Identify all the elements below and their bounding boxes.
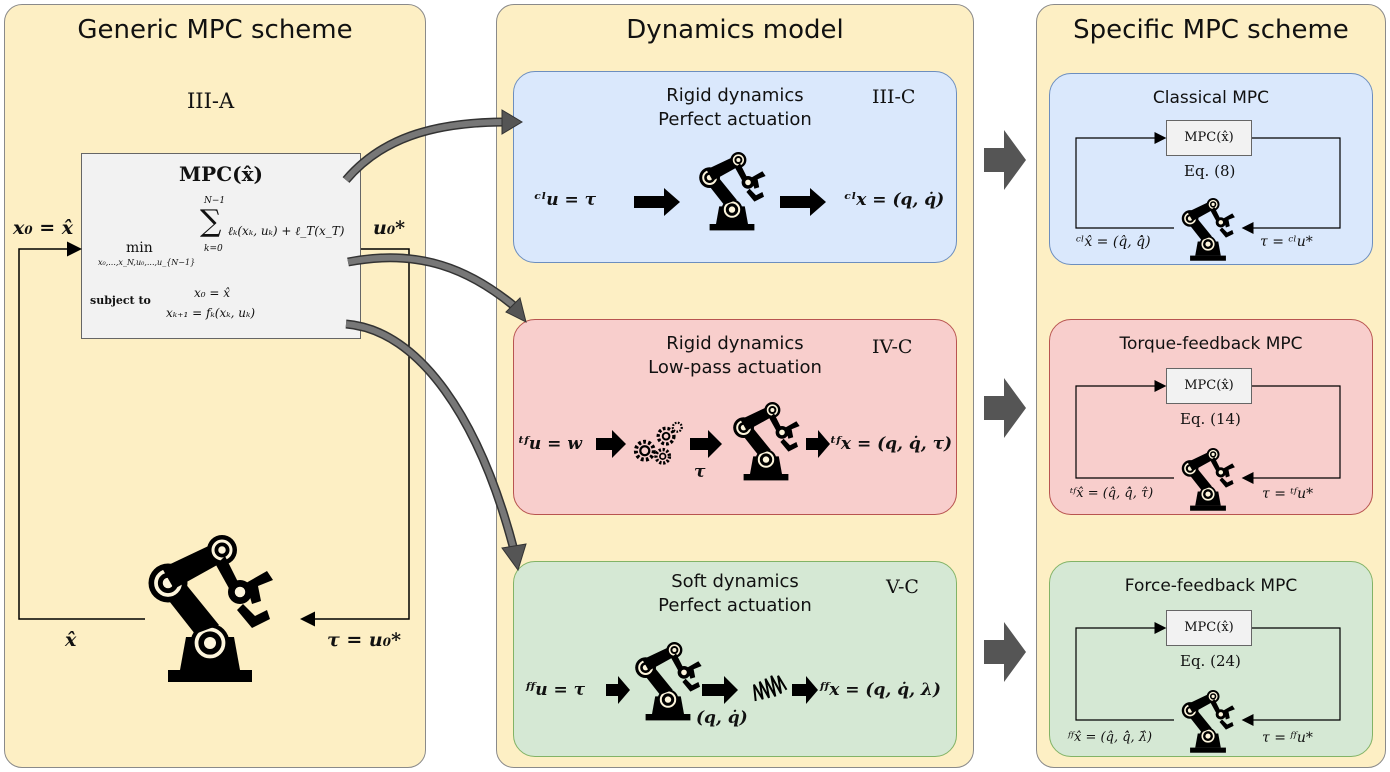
torque-feedback-eq-ref: Eq. (14) (1180, 410, 1241, 428)
section-v-c: V-C (886, 576, 919, 598)
mpc-title: MPC(x̂) (179, 162, 263, 186)
subject-to-label: subject to (90, 294, 151, 307)
sum-lower: k=0 (204, 244, 223, 254)
robot-icon (1176, 448, 1240, 512)
dynamics-model-panel: Dynamics model Rigid dynamics Perfect ac… (496, 4, 974, 768)
block-arrow-2 (984, 378, 1026, 438)
rigid-lowpass-title-2: Low-pass actuation (648, 357, 822, 378)
soft-perfect-title-1: Soft dynamics (671, 571, 799, 592)
soft-perfect-title-2: Perfect actuation (658, 595, 812, 616)
rigid-perfect-box: Rigid dynamics Perfect actuation III-C ᶜ… (513, 71, 957, 263)
rigid-perfect-input: ᶜˡu = τ (534, 190, 597, 210)
torque-feedback-state-label: ᵗᶠx̂ = (q̂, q̂̇, τ̂) (1070, 486, 1154, 501)
torque-feedback-mpc-title: Torque-feedback MPC (1119, 334, 1303, 354)
robot-icon (1176, 198, 1240, 262)
force-feedback-state-label: ᶠᶠx̂ = (q̂, q̂̇, λ̂) (1068, 730, 1153, 745)
soft-perfect-input: ᶠᶠu = τ (526, 680, 586, 700)
gears-icon (628, 416, 684, 472)
rigid-perfect-output: ᶜˡx = (q, q̇) (844, 190, 945, 210)
constraint-dynamics: xₖ₊₁ = fₖ(xₖ, uₖ) (166, 306, 256, 320)
rigid-lowpass-input: ᵗᶠu = w (518, 434, 582, 454)
rigid-lowpass-output: ᵗᶠx = (q, q̇, τ) (830, 434, 953, 454)
robot-icon (1176, 690, 1240, 754)
optimal-control-label: u₀* (373, 217, 406, 239)
sum-symbol: ∑ (200, 204, 222, 239)
mpc-optimization-box: MPC(x̂) min x₀,...,x_N,u₀,...,u_{N−1} N−… (81, 153, 361, 339)
classical-mpc-box: Classical MPC MPC(x̂) Eq. (8) ᶜˡx̂ = (q̂… (1049, 73, 1373, 265)
min-operator: min (126, 240, 153, 256)
force-feedback-mpc-block: MPC(x̂) (1166, 610, 1252, 646)
rigid-lowpass-box: Rigid dynamics Low-pass actuation IV-C ᵗ… (513, 319, 957, 515)
dynamics-model-title: Dynamics model (626, 15, 844, 45)
classical-mpc-title: Classical MPC (1152, 88, 1270, 108)
torque-feedback-loop (1075, 380, 1341, 484)
soft-perfect-box: Soft dynamics Perfect actuation V-C ᶠᶠu … (513, 561, 957, 757)
force-feedback-loop (1075, 622, 1341, 726)
torque-command-label: τ = u₀* (327, 629, 402, 651)
torque-feedback-torque-label: τ = ᵗᶠu* (1262, 486, 1314, 502)
section-iv-c: IV-C (872, 336, 913, 358)
robot-icon (726, 402, 806, 482)
sum-upper: N−1 (204, 196, 226, 206)
force-feedback-mpc-title: Force-feedback MPC (1124, 576, 1298, 596)
torque-feedback-mpc-box: Torque-feedback MPC MPC(x̂) Eq. (14) ᵗᶠx… (1049, 319, 1373, 515)
section-iii-a: III-A (187, 89, 235, 113)
feedback-state-label: x̂ (65, 629, 77, 651)
classical-state-label: ᶜˡx̂ = (q̂, q̂̇) (1076, 234, 1151, 250)
force-feedback-mpc-box: Force-feedback MPC MPC(x̂) Eq. (24) ᶠᶠx̂… (1049, 561, 1373, 757)
generic-mpc-panel: Generic MPC scheme III-A MPC(x̂) min x₀,… (4, 4, 426, 768)
section-iii-c: III-C (872, 86, 916, 108)
classical-loop (1075, 132, 1341, 234)
soft-perfect-arrows (606, 676, 818, 704)
classical-torque-label: τ = ᶜˡu* (1260, 234, 1313, 250)
large-robot-icon (135, 525, 285, 695)
specific-mpc-title: Specific MPC scheme (1073, 15, 1349, 45)
soft-perfect-middle: (q, q̇) (696, 708, 748, 728)
rigid-lowpass-arrows (596, 430, 830, 458)
rigid-lowpass-title-1: Rigid dynamics (666, 333, 804, 354)
specific-mpc-panel: Specific MPC scheme Classical MPC MPC(x̂… (1036, 4, 1386, 768)
block-arrow-3 (984, 622, 1026, 682)
soft-perfect-output: ᶠᶠx = (q, q̇, λ) (820, 680, 941, 700)
objective-terms: ℓₖ(xₖ, uₖ) + ℓ_T(x_T) (228, 224, 345, 238)
rigid-lowpass-middle: τ (694, 462, 706, 482)
generic-mpc-title: Generic MPC scheme (77, 15, 353, 45)
force-feedback-torque-label: τ = ᶠᶠu* (1262, 730, 1313, 746)
constraint-initial: x₀ = x̂ (194, 286, 231, 300)
robot-icon (628, 642, 708, 722)
force-feedback-eq-ref: Eq. (24) (1180, 652, 1241, 670)
block-arrow-1 (984, 130, 1026, 190)
classical-eq-ref: Eq. (8) (1184, 162, 1236, 180)
input-state-label: x₀ = x̂ (13, 217, 74, 239)
classical-mpc-block: MPC(x̂) (1166, 120, 1252, 156)
min-subscript: x₀,...,x_N,u₀,...,u_{N−1} (98, 258, 196, 267)
rigid-perfect-title-2: Perfect actuation (658, 109, 812, 130)
torque-feedback-mpc-block: MPC(x̂) (1166, 368, 1252, 404)
robot-icon (692, 152, 772, 232)
rigid-perfect-arrows (634, 188, 826, 216)
rigid-perfect-title-1: Rigid dynamics (666, 85, 804, 106)
